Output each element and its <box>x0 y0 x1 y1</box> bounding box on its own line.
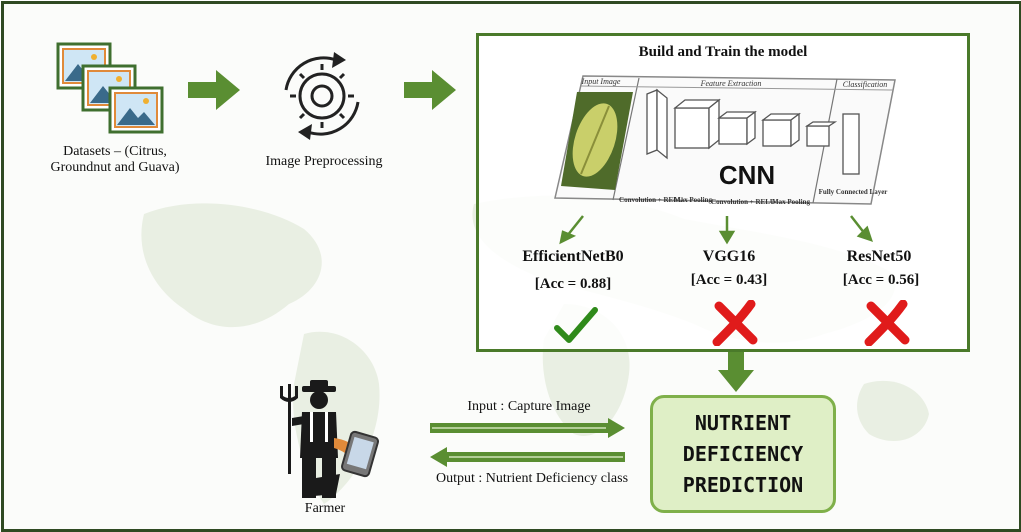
model-title: Build and Train the model <box>638 44 808 60</box>
output-arrow <box>430 447 625 467</box>
cnn-layer-label: Convolution + RELU <box>619 196 683 204</box>
cnn-layer-label: Convolution + RELU <box>711 198 775 206</box>
farmer-label: Farmer <box>304 501 346 516</box>
model-accuracy: [Acc = 0.88] <box>534 276 612 292</box>
output-label: Output : Nutrient Deficiency class <box>435 471 629 486</box>
cnn-classification-header: Classification <box>843 80 887 89</box>
flow-arrow <box>188 70 240 110</box>
cnn-architecture-diagram: Input Image Feature Extraction Classific… <box>554 75 896 206</box>
model-training-box: Build and Train the model <box>476 33 970 352</box>
prediction-box: NUTRIENT DEFICIENCY PREDICTION <box>650 395 836 513</box>
cnn-label: CNN <box>719 160 775 190</box>
down-arrow <box>718 352 754 392</box>
check-icon <box>554 307 598 343</box>
model-name: ResNet50 <box>846 248 912 265</box>
model-accuracy: [Acc = 0.56] <box>842 272 920 288</box>
model-name: EfficientNetB0 <box>522 248 624 265</box>
input-arrow <box>430 418 625 438</box>
cnn-layer-label: Max Pooling <box>674 196 712 204</box>
preprocessing-gear-icon <box>284 52 360 140</box>
cnn-feature-header: Feature Extraction <box>700 79 762 88</box>
flow-arrow <box>404 70 456 110</box>
cnn-layer-label: Fully Connected Layer <box>819 188 888 196</box>
preprocessing-label: Image Preprocessing <box>265 154 383 169</box>
model-accuracy: [Acc = 0.43] <box>690 272 768 288</box>
prediction-label: NUTRIENT DEFICIENCY PREDICTION <box>682 410 804 497</box>
cross-icon <box>712 300 758 346</box>
cross-icon <box>864 300 910 346</box>
farmer-icon <box>280 380 380 498</box>
datasets-images-icon <box>56 42 164 134</box>
input-label: Input : Capture Image <box>467 399 591 414</box>
cnn-layer-label: Max Pooling <box>772 198 810 206</box>
model-name: VGG16 <box>702 248 756 265</box>
model-branch-arrows <box>559 215 873 245</box>
datasets-label: Datasets – (Citrus, Groundnut and Guava) <box>50 144 180 175</box>
cnn-input-header: Input Image <box>581 77 621 86</box>
